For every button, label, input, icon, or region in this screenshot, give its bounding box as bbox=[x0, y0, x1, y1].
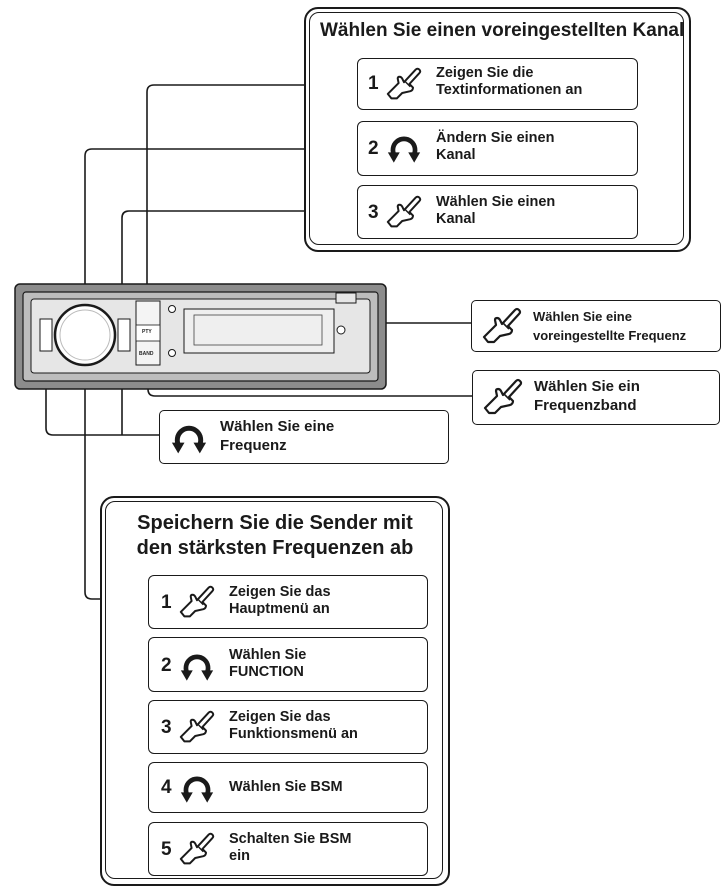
step-number: 3 bbox=[161, 717, 172, 738]
step-number: 4 bbox=[161, 777, 172, 798]
hand-press-icon bbox=[179, 709, 215, 745]
top-panel-title: Wählen Sie einen voreingestellten Kanal bbox=[320, 20, 685, 41]
bottom-step-4: 4 Wählen Sie BSM bbox=[148, 762, 428, 813]
hand-press-icon bbox=[386, 66, 422, 102]
wire-top-step-2 bbox=[84, 148, 357, 298]
step-number: 2 bbox=[368, 138, 379, 159]
pty-button-label: PTY bbox=[142, 329, 152, 335]
step-number: 3 bbox=[368, 202, 379, 223]
step-number: 2 bbox=[161, 655, 172, 676]
rotate-knob-icon bbox=[180, 650, 214, 684]
band-button-label: BAND bbox=[139, 351, 154, 357]
step-number: 1 bbox=[368, 73, 379, 94]
wire-top-step-3 bbox=[121, 210, 357, 298]
hand-press-icon bbox=[482, 306, 522, 346]
hand-press-icon bbox=[179, 584, 215, 620]
head-unit-body bbox=[14, 283, 387, 390]
wire-top-step-1 bbox=[146, 84, 357, 296]
wire-bottom-step-1 bbox=[84, 435, 148, 600]
step-number: 1 bbox=[161, 592, 172, 613]
head-unit: PTY BAND bbox=[14, 283, 387, 390]
bottom-panel-inner bbox=[105, 501, 443, 879]
wire-frequency-callout bbox=[45, 350, 159, 436]
rotate-knob-icon bbox=[171, 421, 207, 457]
top-panel-inner bbox=[309, 12, 684, 245]
rotate-knob-icon bbox=[180, 772, 214, 806]
rotate-knob-icon bbox=[387, 132, 421, 166]
hand-press-icon bbox=[386, 194, 422, 230]
hand-press-icon bbox=[483, 377, 523, 417]
hand-press-icon bbox=[179, 831, 215, 867]
step-text: Wählen Sie BSM bbox=[229, 779, 343, 795]
step-number: 5 bbox=[161, 839, 172, 860]
